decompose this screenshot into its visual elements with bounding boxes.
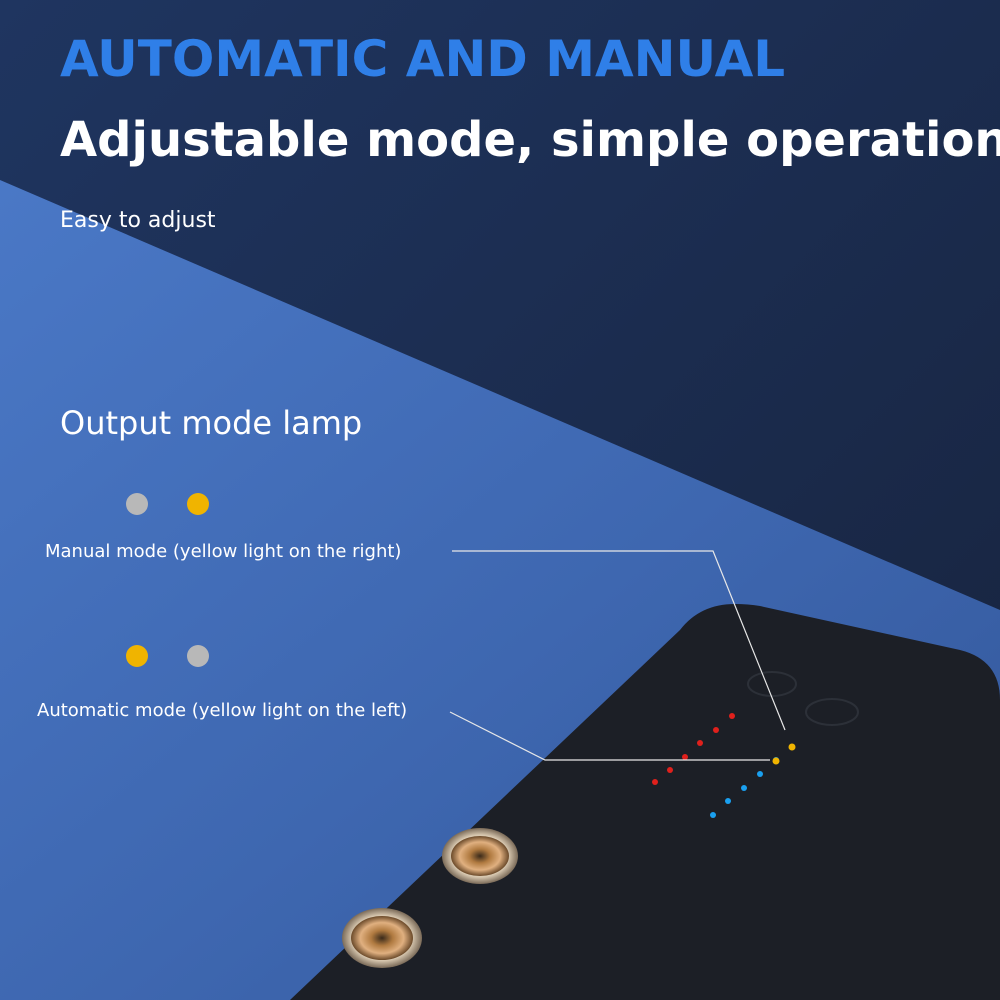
subheadline: Adjustable mode, simple operation [60, 112, 1000, 168]
automatic-mode-leader-line [449, 711, 770, 761]
device-body [290, 604, 1000, 1000]
section-title: Output mode lamp [60, 404, 363, 442]
manual-mode-leader-line [452, 550, 786, 731]
device-button-1 [747, 671, 797, 697]
output-port-2 [342, 908, 422, 968]
manual-left-lamp-icon [126, 493, 148, 515]
headline: AUTOMATIC AND MANUAL [60, 30, 786, 88]
output-port-1 [442, 828, 518, 884]
red-led-row [652, 713, 735, 785]
blue-led-row [710, 757, 779, 818]
automatic-left-lamp-icon [126, 645, 148, 667]
manual-right-lamp-icon [187, 493, 209, 515]
yellow-mode-leds [772, 743, 796, 765]
manual-mode-label: Manual mode (yellow light on the right) [45, 541, 402, 562]
automatic-mode-label: Automatic mode (yellow light on the left… [37, 700, 408, 721]
tagline: Easy to adjust [60, 208, 216, 233]
device-button-2 [805, 698, 859, 726]
automatic-right-lamp-icon [187, 645, 209, 667]
